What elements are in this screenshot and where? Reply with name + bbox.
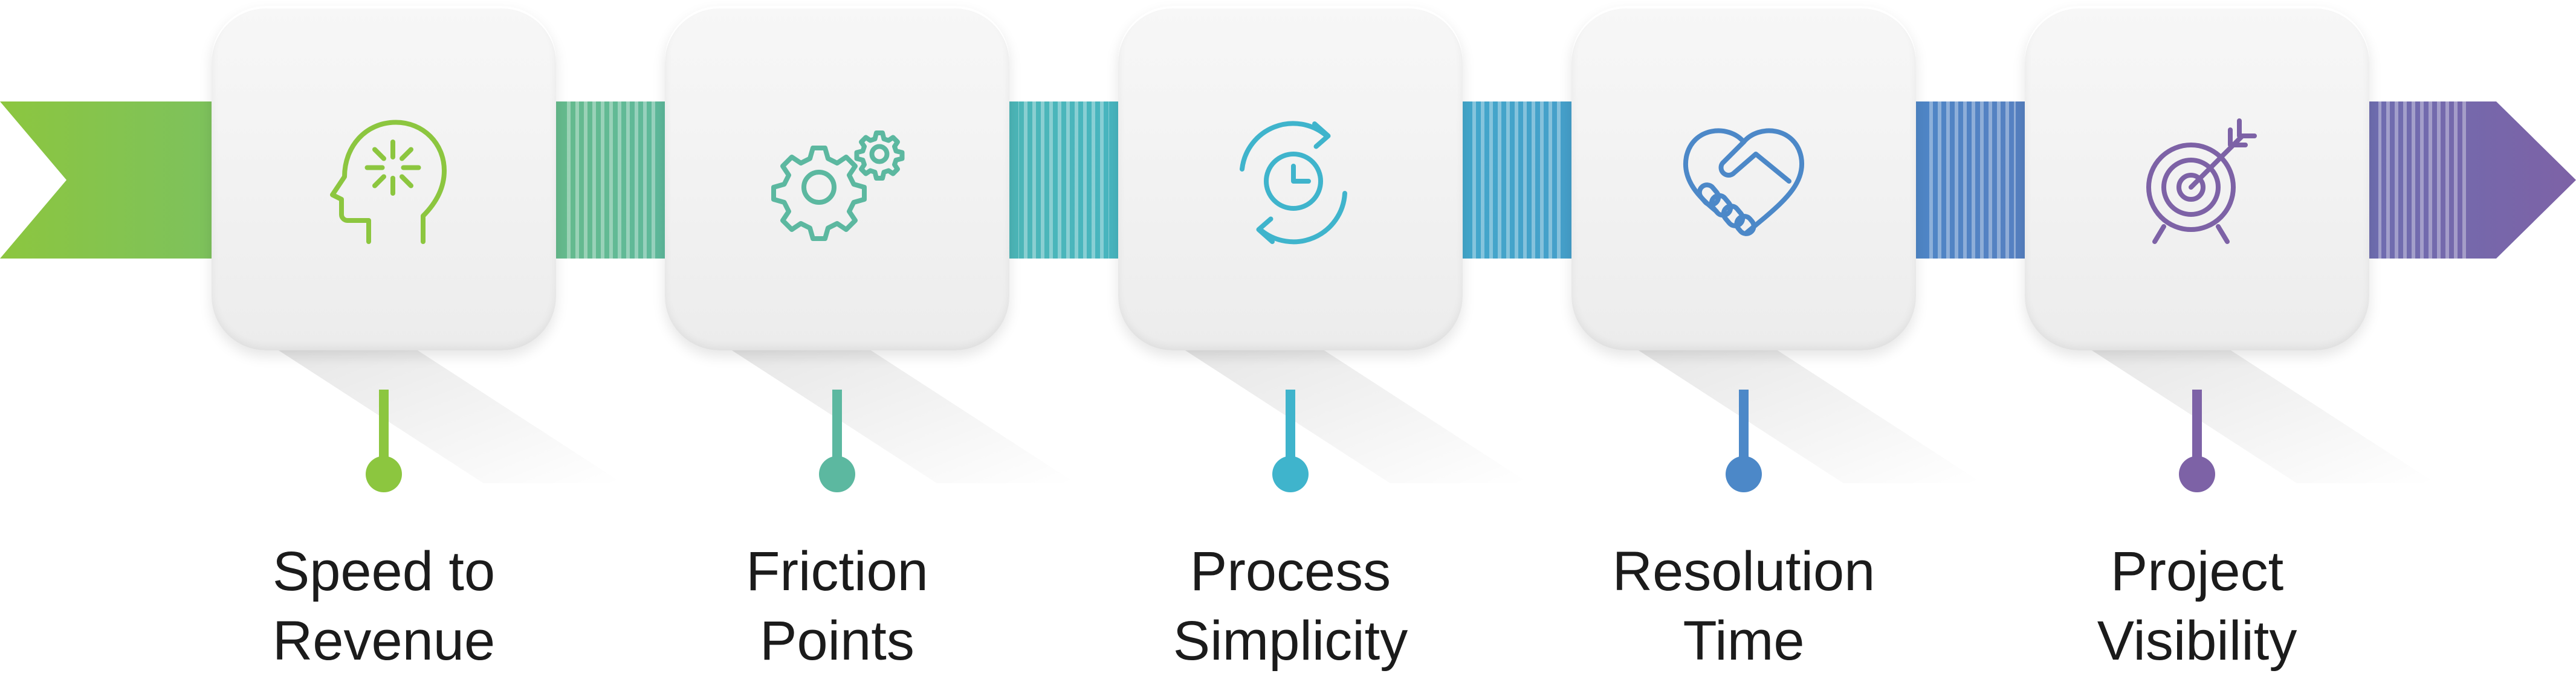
card-shadows	[260, 338, 2436, 483]
step-label-line1: Resolution	[1612, 541, 1875, 602]
step-label-line2: Time	[1683, 610, 1805, 672]
connector-dot	[366, 456, 402, 492]
step-label-line1: Friction	[746, 541, 928, 602]
step-card	[665, 6, 1009, 350]
ribbon-shading	[565, 101, 2469, 259]
step-resolution-time: Resolution Time	[1517, 0, 1970, 688]
target-arrow-icon	[2146, 118, 2257, 244]
connector-stem	[1739, 390, 1749, 462]
step-speed-to-revenue: Speed to Revenue	[157, 0, 610, 688]
connector-stem	[379, 390, 389, 462]
step-label-line2: Simplicity	[1173, 610, 1408, 672]
step-label-line1: Speed to	[272, 541, 496, 602]
connector-dot	[819, 456, 855, 492]
step-label-line1: Process	[1189, 541, 1391, 602]
step-card	[1118, 6, 1463, 350]
step-card	[212, 6, 556, 350]
step-card	[2025, 6, 2369, 350]
step-process-simplicity: Process Simplicity	[1064, 0, 1517, 688]
step-label-line2: Visibility	[2097, 610, 2297, 672]
connector-dot	[1726, 456, 1762, 492]
connector-stem	[832, 390, 842, 462]
connector-dot	[1272, 456, 1309, 492]
connector-stem	[1286, 390, 1295, 462]
connector-dot	[2179, 456, 2215, 492]
step-label-line1: Project	[2110, 541, 2284, 602]
connector-stem	[2192, 390, 2202, 462]
head-idea-icon	[330, 120, 447, 244]
step-label-line2: Points	[760, 610, 914, 672]
step-project-visibility: Project Visibility	[1970, 0, 2424, 688]
step-card	[1571, 6, 1916, 350]
clock-cycle-icon	[1240, 121, 1347, 245]
step-label-line2: Revenue	[272, 610, 496, 672]
handshake-heart-icon	[1683, 128, 1805, 236]
step-friction-points: Friction Points	[610, 0, 1064, 688]
gears-icon	[771, 130, 905, 241]
